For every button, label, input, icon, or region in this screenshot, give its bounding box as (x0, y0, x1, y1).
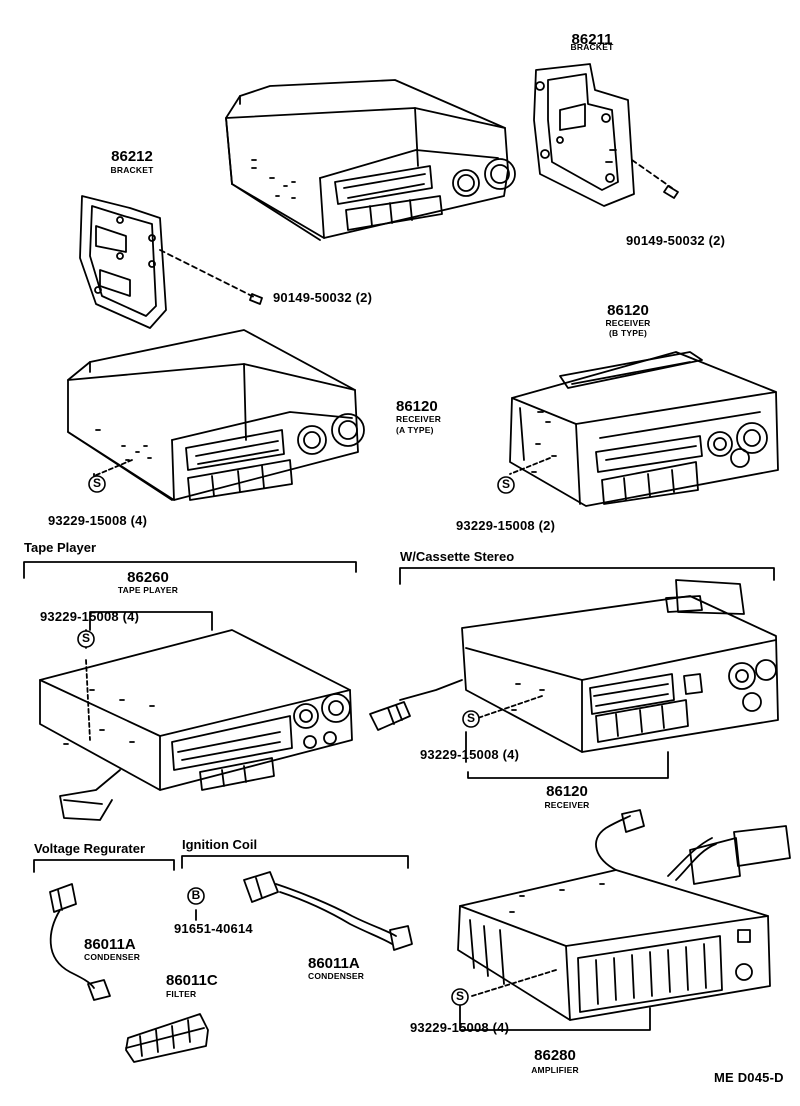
receiver-b-name: RECEIVER (605, 318, 651, 328)
screw-b-symbol: S (501, 477, 511, 491)
amplifier-number: 86280 (534, 1047, 576, 1064)
amplifier-drawing (458, 810, 790, 1020)
tape-player-drawing (40, 630, 352, 820)
bracket-86211-drawing (534, 64, 678, 206)
bolt-ignition-symbol: B (191, 888, 201, 902)
ignition-coil-section-title: Ignition Coil (182, 837, 258, 852)
condenser-ignition-number: 86011A (308, 955, 360, 972)
tape-player-section-bracket (24, 562, 356, 578)
screw-a-symbol-circle (89, 476, 105, 492)
cassette-stereo-section-title: W/Cassette Stereo (400, 549, 515, 564)
bracket-86211-name: BRACKET (570, 42, 614, 52)
tape-player-name: TAPE PLAYER (117, 585, 179, 595)
receiver-a-type: (A TYPE) (396, 425, 434, 435)
voltage-section-bracket (34, 860, 174, 872)
receiver-a-number: 86120 (396, 398, 438, 415)
bolt-ignition-symbol-circle (188, 888, 204, 904)
receiver-a-drawing (68, 330, 364, 500)
bolt-ignition-number: 91651-40614 (174, 921, 253, 936)
bolt-right-number: 90149-50032 (2) (626, 233, 726, 248)
condenser-regulator-number: 86011A (84, 936, 136, 953)
cassette-section-bracket (400, 568, 774, 584)
receiver-b-type: (B TYPE) (609, 328, 647, 338)
amplifier-name: AMPLIFIER (531, 1065, 579, 1075)
screw-tape-symbol: S (81, 631, 91, 645)
screw-tape-number: 93229-15008 (4) (40, 609, 140, 624)
condenser-regulator-drawing (50, 884, 110, 1000)
ignition-section-bracket (182, 856, 408, 868)
screw-b-symbol-circle (498, 477, 514, 493)
receiver-b-number: 86120 (607, 302, 649, 319)
bracket-86212-drawing (80, 196, 262, 328)
diagram-code: ME D045-D (714, 1070, 784, 1085)
filter-number: 86011C (166, 972, 218, 989)
screw-cassette-number: 93229-15008 (4) (420, 747, 520, 762)
screw-tape-symbol-circle (78, 631, 94, 647)
tape-player-number: 86260 (127, 569, 169, 586)
screw-cassette-symbol: S (466, 711, 476, 725)
tape-player-section-title: Tape Player (24, 540, 97, 555)
bracket-86212-name: BRACKET (110, 165, 154, 175)
receiver-cassette-number: 86120 (546, 783, 588, 800)
condenser-regulator-name: CONDENSER (84, 952, 141, 962)
filter-drawing (126, 1014, 208, 1062)
receiver-cassette-name: RECEIVER (544, 800, 590, 810)
screw-amp-symbol-circle (452, 989, 468, 1005)
cassette-receiver-drawing (370, 580, 778, 752)
filter-name: FILTER (166, 989, 197, 999)
bracket-86212-number: 86212 (111, 148, 153, 165)
bolt-left-number: 90149-50032 (2) (273, 290, 373, 305)
screw-a-number: 93229-15008 (4) (48, 513, 148, 528)
bracket-86211-number: 86211 (571, 31, 613, 48)
screw-cassette-symbol-circle (463, 711, 479, 727)
screw-b-number: 93229-15008 (2) (456, 518, 556, 533)
receiver-b-drawing (510, 352, 778, 506)
screw-amp-symbol: S (455, 989, 465, 1003)
radio-top-drawing (226, 80, 515, 240)
screw-amp-number: 93229-15008 (4) (410, 1020, 510, 1035)
receiver-a-name: RECEIVER (396, 414, 442, 424)
screw-a-symbol: S (92, 476, 102, 490)
condenser-ignition-drawing (244, 872, 412, 950)
condenser-ignition-name: CONDENSER (308, 971, 365, 981)
voltage-regurater-section-title: Voltage Regurater (34, 841, 146, 856)
